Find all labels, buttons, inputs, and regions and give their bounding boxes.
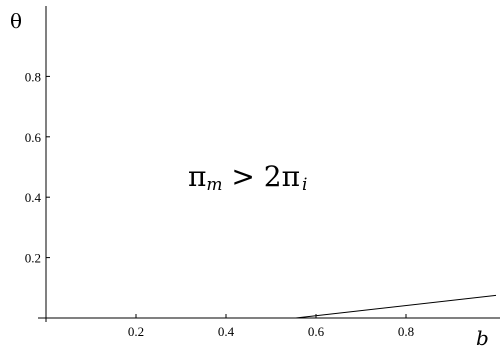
y-tick-label: 0.6 [25,130,42,145]
annotation-rel: > 2π [223,160,300,193]
y-axis-label: θ [10,9,22,33]
x-ticks: 0.2 0.4 0.6 0.8 [128,314,414,339]
x-tick-label: 0.8 [398,324,414,339]
y-tick-label: 0.4 [25,190,42,205]
annotation-sub-m: m [206,175,222,195]
y-tick-label: 0.8 [25,69,41,84]
x-tick-label: 0.6 [308,324,325,339]
annotation-sub-i: i [302,175,307,195]
y-tick-label: 0.2 [25,251,41,266]
series-group [295,294,497,319]
series-line [295,294,497,319]
x-tick-label: 0.4 [218,324,235,339]
annotation-pi: π [188,160,206,193]
x-axis-label: b [476,326,489,350]
x-tick-label: 0.2 [128,324,144,339]
y-ticks: 0.2 0.4 0.6 0.8 [25,69,50,266]
